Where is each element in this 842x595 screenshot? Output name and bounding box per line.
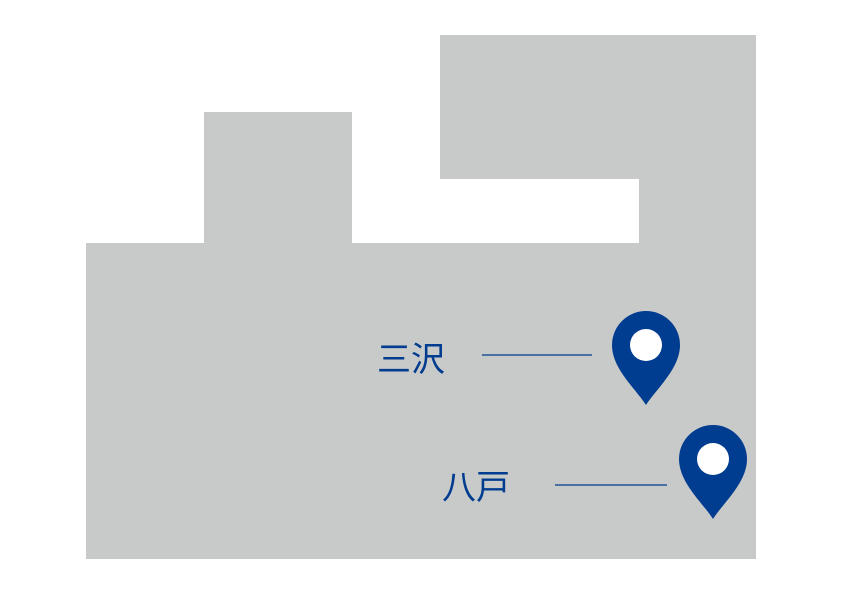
marker-group-misawa: 三沢	[377, 311, 680, 405]
map-pin-icon	[679, 425, 747, 519]
place-label-hachinohe: 八戸	[442, 468, 510, 508]
marker-group-hachinohe: 八戸	[442, 425, 747, 519]
map-pin-icon	[612, 311, 680, 405]
land-area	[86, 35, 756, 559]
place-label-misawa: 三沢	[377, 340, 445, 380]
